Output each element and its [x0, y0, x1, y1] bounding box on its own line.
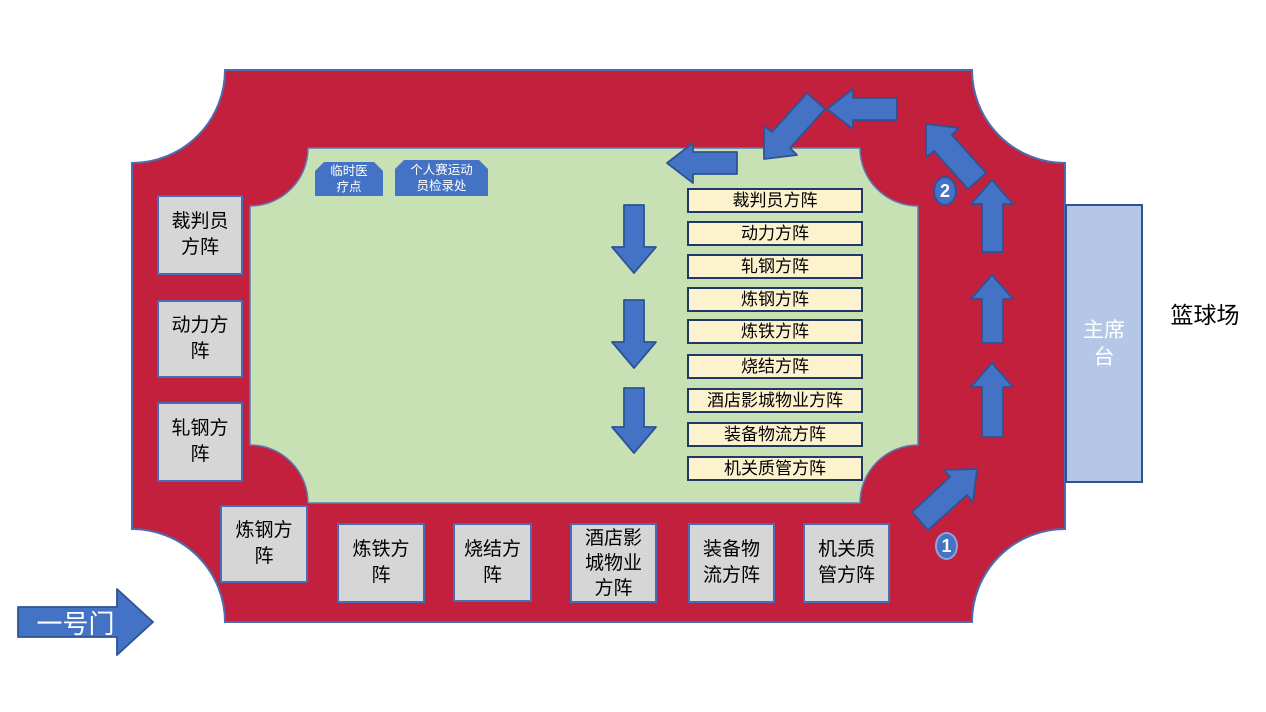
box-label-line: 员检录处 — [416, 179, 467, 193]
box-label-line: 临时医 — [330, 164, 368, 178]
box-label-line: 疗点 — [336, 180, 362, 194]
lineup-item: 炼铁方阵 — [687, 319, 863, 344]
lineup-item: 动力方阵 — [687, 221, 863, 246]
lineup-label: 机关质管方阵 — [724, 459, 826, 478]
route-arrow-down-2 — [611, 299, 657, 369]
lineup-item: 烧结方阵 — [687, 354, 863, 379]
box-label-line: 酒店影 — [584, 527, 642, 549]
box-label-line: 炼铁方 — [352, 539, 410, 560]
route-arrow-down-1 — [611, 204, 657, 274]
box-label-line: 装备物 — [702, 539, 760, 560]
route-arrow-down-left — [763, 92, 826, 160]
route-arrow-up-3 — [970, 362, 1014, 438]
route-arrow-turn-up-right — [911, 468, 978, 531]
bottom-formation-box-quality: 机关质 管方阵 — [803, 523, 890, 603]
route-arrow-up-2 — [970, 274, 1014, 344]
box-label-line: 方阵 — [594, 577, 633, 599]
left-formation-box-rolling: 轧钢方 阵 — [157, 402, 243, 482]
lineup-item: 炼钢方阵 — [687, 287, 863, 312]
lineup-item: 裁判员方阵 — [687, 188, 863, 213]
route-arrow-left-2 — [666, 142, 738, 184]
lineup-item: 机关质管方阵 — [687, 456, 863, 481]
box-label-line: 流方阵 — [702, 565, 760, 586]
box-label-line: 动力方 — [171, 315, 229, 336]
medical-station-box: 临时医 疗点 — [315, 162, 383, 196]
box-label-line: 阵 — [371, 565, 391, 586]
lineup-item: 酒店影城物业方阵 — [687, 388, 863, 413]
box-label-line: 阵 — [482, 564, 502, 586]
bottom-formation-box-sintering: 烧结方 阵 — [453, 523, 532, 602]
lineup-label: 酒店影城物业方阵 — [707, 391, 843, 410]
box-label-line: 炼钢方 — [235, 520, 293, 541]
gate-arrow — [17, 588, 154, 656]
rostrum-label-line: 台 — [1093, 345, 1115, 369]
bottom-formation-box-ironmaking: 炼铁方 阵 — [337, 523, 425, 603]
route-arrow-up-1 — [970, 179, 1014, 253]
route-arrow-down-3 — [611, 387, 657, 454]
lineup-label: 炼钢方阵 — [741, 290, 809, 309]
athlete-checkin-box: 个人赛运动 员检录处 — [395, 160, 488, 196]
lineup-label: 装备物流方阵 — [724, 425, 826, 444]
route-marker-1: 1 — [935, 532, 958, 560]
lineup-item: 装备物流方阵 — [687, 422, 863, 447]
box-label-line: 阵 — [190, 444, 210, 465]
box-label-line: 阵 — [254, 546, 274, 567]
route-arrow-left-1 — [826, 88, 898, 130]
box-label-line: 裁判员 — [171, 211, 229, 232]
box-label-line: 个人赛运动 — [410, 163, 473, 177]
box-label-line: 方阵 — [180, 237, 219, 258]
lineup-label: 轧钢方阵 — [741, 257, 809, 276]
rostrum-box: 主席 台 — [1065, 204, 1143, 483]
route-marker-2: 2 — [933, 176, 957, 206]
gate-label: 一号门 — [36, 608, 115, 639]
lineup-label: 动力方阵 — [741, 224, 809, 243]
rostrum-label-line: 主席 — [1083, 318, 1125, 342]
box-label-line: 轧钢方 — [171, 418, 229, 439]
left-formation-box-referee: 裁判员 方阵 — [157, 195, 243, 275]
box-label-line: 机关质 — [817, 539, 875, 560]
lineup-item: 轧钢方阵 — [687, 254, 863, 279]
left-formation-box-power: 动力方 阵 — [157, 300, 243, 378]
route-arrow-turn-up-left — [925, 123, 987, 190]
lineup-label: 炼铁方阵 — [741, 322, 809, 341]
lineup-label: 裁判员方阵 — [732, 191, 818, 210]
lineup-label: 烧结方阵 — [741, 357, 809, 376]
basketball-court-label: 篮球场 — [1170, 302, 1240, 328]
bottom-formation-box-equipment-logistics: 装备物 流方阵 — [688, 523, 775, 603]
bottom-formation-box-steelmaking: 炼钢方 阵 — [220, 505, 308, 583]
box-label-line: 城物业 — [584, 552, 642, 574]
bottom-formation-box-hotel-property: 酒店影 城物业 方阵 — [570, 523, 657, 603]
box-label-line: 烧结方 — [463, 538, 521, 560]
box-label-line: 管方阵 — [817, 565, 875, 586]
box-label-line: 阵 — [190, 341, 210, 362]
